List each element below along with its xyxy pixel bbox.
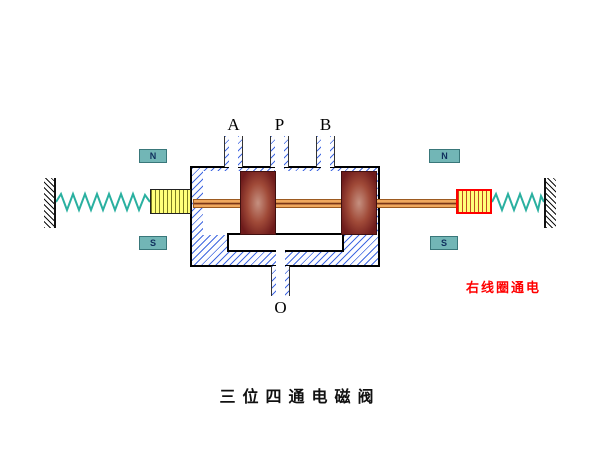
port-label-b: B bbox=[319, 115, 332, 134]
port-opening-o bbox=[276, 250, 285, 268]
tube-channel bbox=[276, 266, 285, 296]
coil-state-text: 右线圈通电 bbox=[466, 280, 542, 295]
port-tube-o bbox=[271, 266, 290, 296]
port-tube-a bbox=[224, 136, 243, 167]
port-tube-b bbox=[316, 136, 335, 167]
solenoid-coil-left bbox=[150, 189, 191, 214]
valve-bottom-chamber bbox=[227, 233, 344, 252]
spool-land-right bbox=[341, 171, 377, 235]
tube-wall bbox=[270, 136, 275, 167]
port-label-o: O bbox=[274, 298, 287, 317]
solenoid-coil-right-energized bbox=[456, 189, 492, 214]
tube-wall bbox=[238, 136, 243, 167]
tube-wall bbox=[330, 136, 335, 167]
pole-tag-right-top: N bbox=[429, 149, 460, 163]
spool-rod bbox=[193, 199, 457, 208]
tube-wall bbox=[284, 136, 289, 167]
spring-right-zigzag bbox=[492, 191, 544, 213]
port-label-p: P bbox=[274, 115, 285, 134]
tube-wall bbox=[224, 136, 229, 167]
diagram-title: 三位四通电磁阀 bbox=[219, 389, 381, 406]
wall-anchor-left-icon bbox=[44, 178, 56, 228]
pole-tag-right-bottom: S bbox=[430, 236, 458, 250]
port-tube-p bbox=[270, 136, 289, 167]
tube-wall bbox=[316, 136, 321, 167]
tube-channel bbox=[275, 136, 284, 167]
spring-left-icon bbox=[56, 191, 150, 213]
tube-wall bbox=[285, 266, 290, 296]
port-label-a: A bbox=[227, 115, 240, 134]
tube-channel bbox=[229, 136, 238, 167]
spring-left-zigzag bbox=[56, 191, 150, 213]
wall-anchor-right-icon bbox=[544, 178, 556, 228]
port-opening-p bbox=[275, 164, 284, 173]
tube-wall bbox=[271, 266, 276, 296]
pole-tag-left-top: N bbox=[139, 149, 167, 163]
port-opening-a bbox=[229, 164, 238, 173]
port-opening-b bbox=[321, 164, 330, 173]
pole-tag-left-bottom: S bbox=[139, 236, 167, 250]
spring-right-icon bbox=[492, 191, 544, 213]
spool-land-left bbox=[240, 171, 276, 235]
tube-channel bbox=[321, 136, 330, 167]
